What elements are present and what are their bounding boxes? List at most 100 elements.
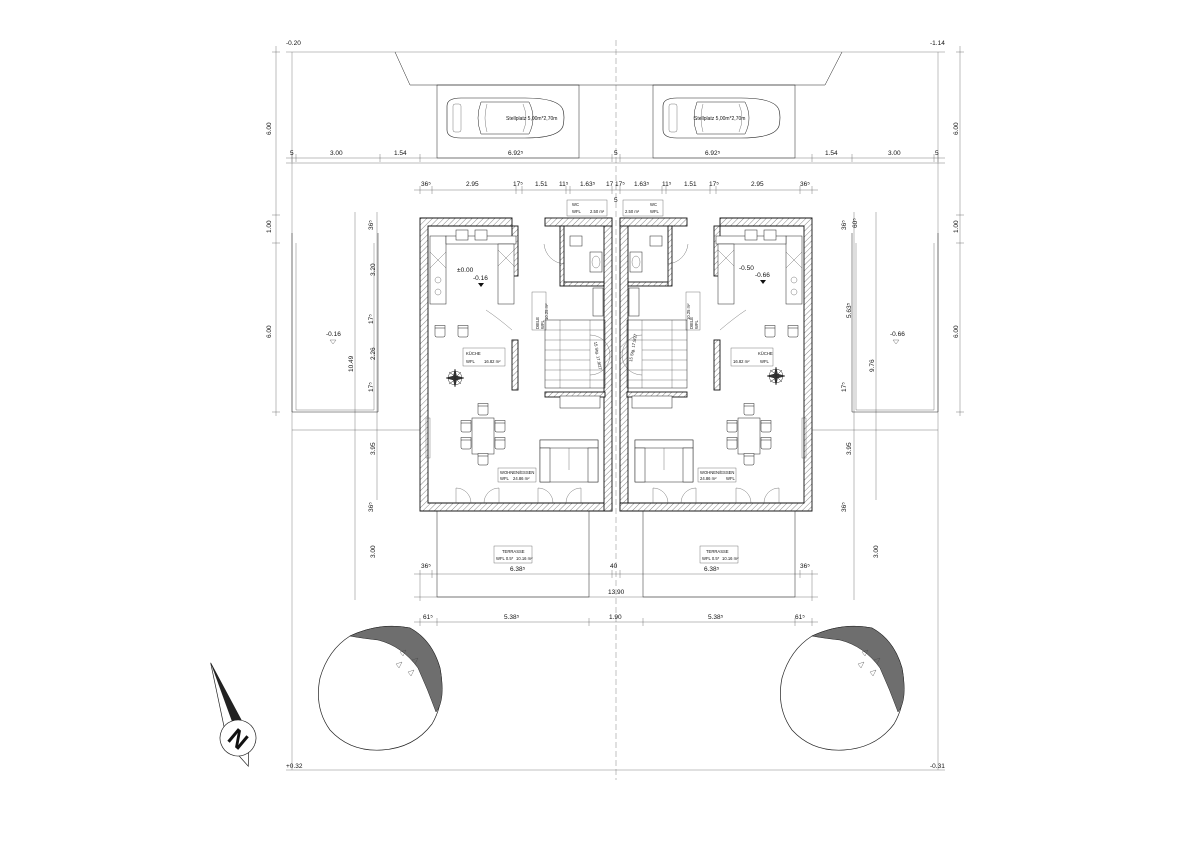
dim-garden-2: 1.90 (609, 614, 622, 621)
dim-terrace-2: 40 (610, 563, 618, 570)
level-right-b: -0.66 (755, 272, 770, 279)
dimension-col-left-outer: 6.00 1.00 6.00 (266, 46, 280, 416)
svg-text:TERRASSE: TERRASSE (502, 549, 525, 554)
dim-house-0: 36⁵ (421, 181, 431, 188)
dim-ri-2: 5.63⁵ (846, 302, 853, 318)
svg-text:WFL: WFL (572, 209, 582, 214)
dim-terrace-3: 6.38⁵ (704, 566, 720, 573)
wc-left (543, 235, 603, 286)
dim-ri-5: 36⁵ (841, 502, 848, 512)
dim-top-4: 5 (614, 150, 618, 157)
dim-garden-4: 61⁵ (795, 614, 805, 621)
level-left-a: ±0.00 (457, 267, 474, 274)
dim-left-v1: 1.00 (266, 220, 273, 233)
dimension-col-right-inner: 36⁵ 60⁵ 5.63⁵ 17⁵ 3.95 36⁵ 3.00 9.76 (841, 212, 880, 600)
kitchen-right (715, 229, 803, 305)
terrace-left: TERRASSE WFL 0.5* 10.16 m² (436, 510, 590, 598)
wc-label-left: WC WFL 2.50 m² (566, 199, 608, 217)
dimension-row-house: 36⁵ 2.95 17⁵ 1.51 11⁵ 1.63⁵ 17 17⁵ 1.63⁵… (414, 181, 818, 204)
dim-li-7: 3.00 (370, 545, 377, 558)
dim-house-7: 17⁵ (615, 181, 625, 188)
svg-text:10.25 m²: 10.25 m² (686, 303, 691, 320)
dim-house-9: 11⁵ (662, 181, 672, 188)
dim-house-5: 1.63⁵ (580, 181, 596, 188)
sofa-right (634, 439, 694, 483)
svg-text:24.86 m²: 24.86 m² (513, 476, 530, 481)
dim-li-2: 17⁵ (368, 314, 375, 324)
garden-right: -0.66 (851, 233, 939, 413)
room-kueche-left: KÜCHE WFL 16.82 m² (462, 347, 506, 367)
svg-text:10.16 m²: 10.16 m² (516, 556, 533, 561)
dim-house-4: 11⁵ (559, 181, 569, 188)
tree-right (780, 625, 905, 751)
parking-label-left: Stellplatz 5,00m*2,70m (506, 116, 557, 122)
svg-text:WC: WC (650, 202, 657, 207)
svg-text:WOHNEN/ESSEN: WOHNEN/ESSEN (500, 470, 534, 475)
dim-right-v1: 1.00 (953, 220, 960, 233)
dim-right-v2: 6.00 (953, 325, 960, 338)
dim-terrace-1: 6.38⁵ (510, 566, 526, 573)
dim-li-0: 36⁵ (368, 220, 375, 230)
stair-left (544, 319, 611, 409)
dim-ri-4: 3.95 (846, 442, 853, 455)
dim-left-v2: 6.00 (266, 325, 273, 338)
svg-text:WFL: WFL (466, 359, 476, 364)
dim-ri-0: 36⁵ (841, 220, 848, 230)
dim-house-10: 1.51 (684, 181, 697, 188)
dim-garden-1: 5.38⁵ (504, 614, 520, 621)
elevation-bottom-right: -0.31 (930, 763, 945, 770)
diele-left: DIELE WFL 10.25 m² (531, 287, 604, 331)
svg-text:WFL: WFL (540, 319, 545, 329)
svg-text:24.86 m²: 24.86 m² (700, 476, 717, 481)
property-boundary (286, 40, 945, 780)
level-left-b: -0.16 (473, 275, 488, 282)
dim-top-8: 5 (935, 150, 939, 157)
dim-left-v0: 6.00 (266, 122, 273, 135)
svg-text:10.25 m²: 10.25 m² (544, 303, 549, 320)
dim-left-total: 10.49 (348, 355, 355, 372)
garden-left-level: -0.16 (326, 331, 341, 338)
svg-text:WFL: WFL (650, 209, 660, 214)
svg-text:KÜCHE: KÜCHE (466, 351, 481, 356)
dim-li-5: 3.95 (370, 442, 377, 455)
dim-top-1: 3.00 (330, 150, 343, 157)
level-right-a: -0.50 (739, 265, 754, 272)
room-kueche-right: KÜCHE 16.82 m² WFL (730, 347, 774, 367)
svg-text:10.16 m²: 10.16 m² (722, 556, 739, 561)
dim-li-6: 36⁵ (368, 502, 375, 512)
dim-terrace-0: 36⁵ (421, 563, 431, 570)
dim-house-center: 5 (614, 197, 618, 204)
dim-house-2: 17⁵ (513, 181, 523, 188)
dim-li-1: 3.20 (370, 263, 377, 276)
svg-text:DIELE: DIELE (535, 317, 540, 329)
svg-text:WFL: WFL (726, 476, 736, 481)
dining-left (460, 403, 506, 466)
dim-li-4: 17⁵ (368, 382, 375, 392)
stair-label-right: 15 Stg. 17.9/27 (628, 333, 638, 363)
dim-li-3: 2.26 (370, 347, 377, 360)
parking-label-right: Stellplatz 5,00m*2,70m (694, 116, 745, 122)
room-wohnen-left: WOHNEN/ESSEN WFL 24.86 m² (497, 467, 537, 483)
tree-left (318, 625, 443, 751)
svg-text:KÜCHE: KÜCHE (758, 351, 773, 356)
dim-house-11: 17⁵ (709, 181, 719, 188)
dim-ri-6: 3.00 (873, 545, 880, 558)
dim-house-8: 1.63⁵ (634, 181, 650, 188)
dimension-row-garden: 61⁵ 5.38⁵ 1.90 5.38⁵ 61⁵ (414, 614, 818, 626)
dim-ri-1: 60⁵ (852, 218, 859, 228)
dim-right-v0: 6.00 (953, 122, 960, 135)
house-walls (419, 217, 813, 512)
svg-text:DIELE: DIELE (689, 317, 694, 329)
svg-text:WFL 0.5*: WFL 0.5* (496, 556, 514, 561)
dim-top-6: 1.54 (825, 150, 838, 157)
svg-text:16.82 m²: 16.82 m² (733, 359, 750, 364)
terrace-doors (425, 417, 807, 504)
dimension-col-left-inner: 36⁵ 3.20 17⁵ 2.26 17⁵ 3.95 36⁵ 3.00 10.4… (348, 212, 378, 600)
dimension-row-top: 5 3.00 1.54 6.92⁵ 5 6.92⁵ 1.54 3.00 5 (286, 150, 945, 162)
dim-house-13: 36⁵ (800, 181, 810, 188)
svg-text:WFL: WFL (500, 476, 510, 481)
kitchen-stools-right (764, 325, 799, 338)
garden-right-level: -0.66 (890, 331, 905, 338)
dim-house-3: 1.51 (535, 181, 548, 188)
